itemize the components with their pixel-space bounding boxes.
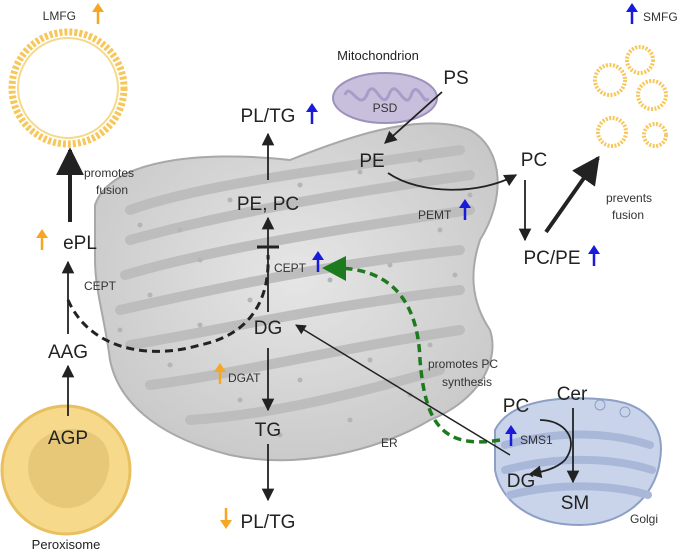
sm-label: SM [561,493,590,514]
promotes-pc-synthesis-label: promotes PC synthesis [428,357,501,389]
prevents-fusion-line1: prevents [606,191,652,205]
prevents-fusion-line2: fusion [612,208,644,222]
pe-to-pc-arrow [387,172,518,191]
pemt-up-arrow-icon [459,199,471,220]
pcpe-to-smfg-arrow [544,155,600,234]
cept-left-label: CEPT [84,279,117,293]
promotes-fusion-label: promotes fusion [84,166,137,197]
sms1-label: SMS1 [520,433,553,447]
cept-dashed-path [66,254,270,353]
cer-label: Cer [557,384,588,405]
promotes-pc-synthesis-dashed-path [334,266,501,444]
promotes-fusion-line2: fusion [96,183,128,197]
promotes-fusion-line1: promotes [84,166,134,180]
mitochondrion-label: Mitochondrion [337,48,419,63]
pc-top-label: PC [521,150,547,171]
ps-label: PS [443,68,468,89]
smfg-droplets [593,45,668,148]
mitochondrion: PSD [332,72,438,124]
smfg-up-arrow-icon [626,3,638,24]
cept-mid-label: CEPT [274,261,307,275]
pemt-label: PEMT [418,208,452,222]
lmfg-droplet [8,28,128,148]
pl-tg-bottom-down-arrow-icon [220,508,232,529]
pl-tg-top-up-arrow-icon [306,103,318,124]
green-arrowhead-icon [322,256,346,281]
lmfg-label: LMFG [43,9,76,23]
pc-golgi-label: PC [503,396,529,417]
pc-to-dg-golgi-arrow [528,419,572,478]
lmfg-up-arrow-icon [92,3,104,24]
agp-label: AGP [48,428,88,449]
sms1-up-arrow-icon [505,425,517,446]
dgat-label: DGAT [228,371,261,385]
er-label: ER [381,436,398,450]
pe-label: PE [359,151,384,172]
epl-label: ePL [63,233,97,254]
psd-label: PSD [373,101,398,115]
peroxisome-label: Peroxisome [32,537,101,552]
tg-label: TG [255,420,281,441]
pc-pe-up-arrow-icon [588,245,600,266]
dg-golgi-label: DG [507,471,536,492]
pl-tg-bottom-label: PL/TG [241,512,296,533]
smfg-label: SMFG [643,10,678,24]
golgi-dg-to-er-dg-arrow [295,324,511,456]
dgat-up-arrow-icon [214,363,226,384]
golgi-label: Golgi [630,512,658,526]
pe-pc-label: PE, PC [237,194,299,215]
ps-to-pe-arrow [384,91,443,144]
epl-up-arrow-icon [36,229,48,250]
peroxisome [0,404,132,536]
cept-mid-up-arrow-icon [312,251,324,272]
promotes-pc-synthesis-line2: synthesis [442,375,492,389]
dg-mid-label: DG [254,318,283,339]
golgi-organelle [494,397,662,527]
aag-label: AAG [48,342,88,363]
promotes-pc-synthesis-line1: promotes PC [428,357,498,371]
er-organelle [94,122,499,462]
pc-pe-label: PC/PE [523,248,580,269]
prevents-fusion-label: prevents fusion [606,191,655,222]
pl-tg-top-label: PL/TG [241,106,296,127]
